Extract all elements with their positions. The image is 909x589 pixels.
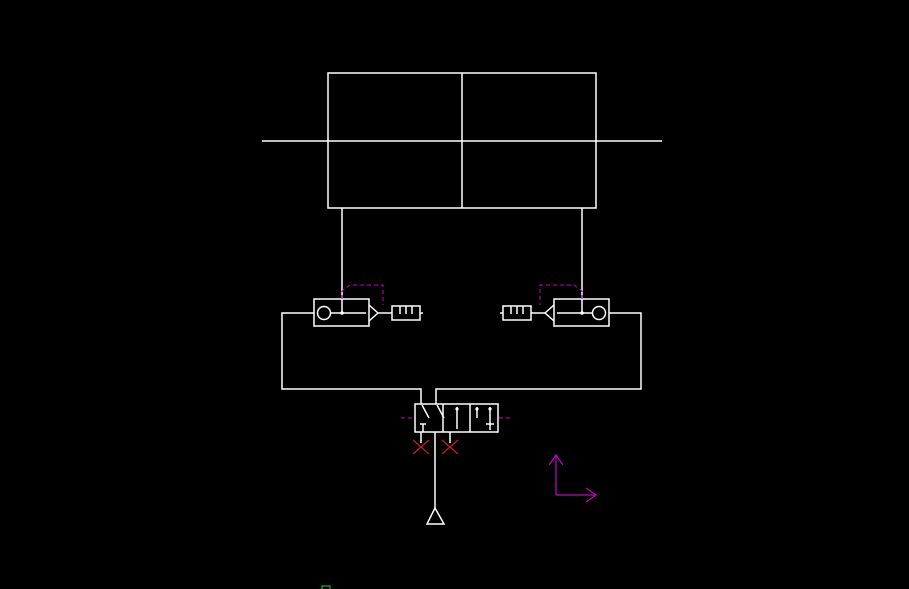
pressure-source[interactable] <box>425 432 446 525</box>
ucs-axis-icon <box>548 453 598 503</box>
right-silencer[interactable] <box>500 305 545 321</box>
left-pilot-check-valve[interactable] <box>313 284 384 327</box>
directional-control-valve[interactable] <box>401 403 512 433</box>
cylinder-port-lines <box>341 208 583 298</box>
double-acting-cylinder[interactable] <box>262 72 662 209</box>
right-pilot-check-valve[interactable] <box>539 284 610 327</box>
cursor-marker <box>321 585 331 589</box>
left-silencer[interactable] <box>378 305 423 321</box>
supply-lines <box>281 312 642 404</box>
exhaust-cross-markers <box>412 432 459 455</box>
